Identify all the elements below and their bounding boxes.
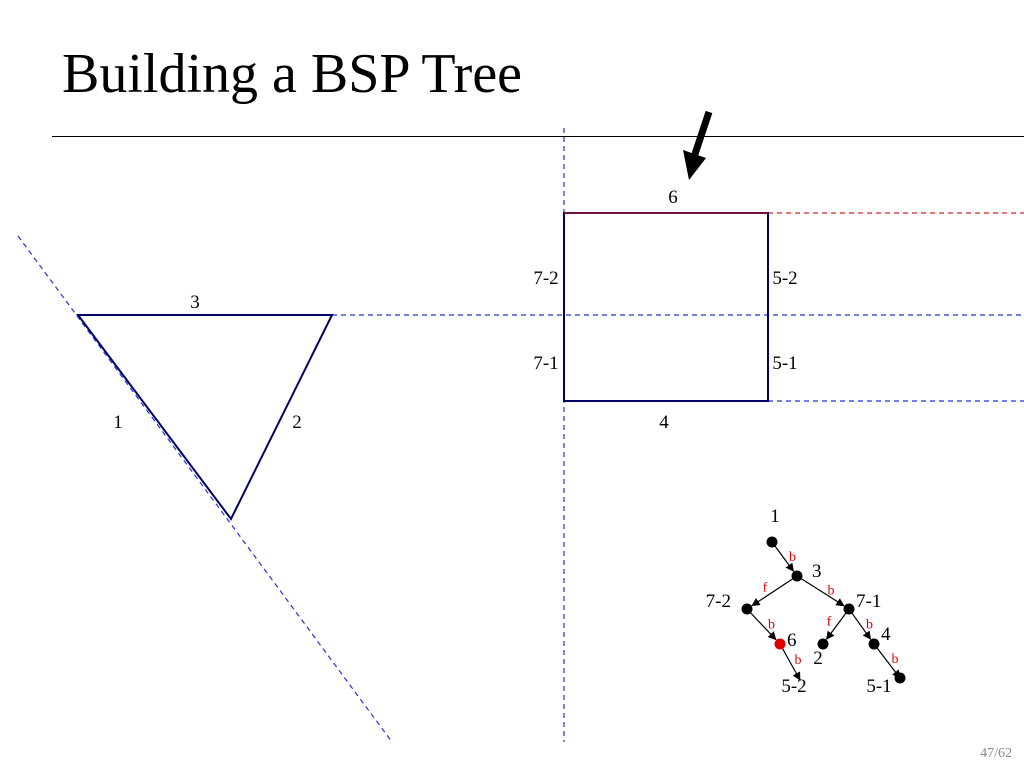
tree-nodes: 1 3 7-2 7-1 62 4 5-2 5-1 (706, 506, 906, 697)
tree-node-label-n2: 2 (813, 648, 823, 669)
pointer-arrow-head (683, 150, 706, 180)
tree-edges: b f b b f b b b (749, 545, 901, 681)
tree-node-label-n4: 4 (881, 624, 891, 645)
tree-edge-n4-n51 (876, 647, 901, 679)
tree-edge-n72-n6 (749, 612, 777, 641)
tree-edge-n71-n2 (826, 612, 847, 640)
tree-edge-n3-n71 (800, 578, 845, 607)
tree-edge-label-n4-n51: b (892, 652, 899, 667)
tree-node-n4 (868, 638, 880, 650)
label-1: 1 (113, 412, 123, 433)
tree-node-n6 (774, 638, 786, 650)
tree-edge-n6-n52 (781, 648, 801, 681)
tree-node-n2 (817, 638, 829, 650)
tree-edge-n3-n72 (751, 578, 794, 607)
slide-title: Building a BSP Tree (62, 43, 523, 105)
split-line-diagonal (17, 235, 393, 743)
tree-edge-n71-n4 (851, 612, 872, 640)
tree-node-n71 (843, 603, 855, 615)
tree-edge-label-n1-n3: b (789, 550, 796, 565)
tree-node-n51 (894, 672, 906, 684)
label-4: 4 (659, 412, 669, 433)
label-7-1: 7-1 (533, 353, 558, 374)
tree-node-label-n72: 7-2 (706, 591, 731, 612)
tree-node-label-n1: 1 (770, 506, 780, 527)
square-polygon (563, 212, 769, 402)
tree-node-label-n71: 7-1 (856, 591, 881, 612)
tree-node-label-n6: 6 (787, 630, 797, 651)
title-rule (52, 136, 1024, 137)
label-3: 3 (190, 292, 200, 313)
tree-node-n1 (766, 536, 778, 548)
pointer-arrow (689, 110, 713, 162)
triangle-polygon (76, 314, 334, 521)
tree-node-label-n52: 5-2 (781, 676, 806, 697)
label-6: 6 (668, 187, 678, 208)
page-number: 47/62 (980, 746, 1012, 761)
tree-node-label-n3: 3 (812, 561, 822, 582)
tree-edge-n1-n3 (774, 545, 794, 572)
tree-edge-label-n71-n2: f (827, 615, 832, 630)
tree-edge-label-n72-n6: b (768, 618, 775, 633)
tree-node-n3 (791, 570, 803, 582)
tree-edge-label-n71-n4: b (866, 618, 873, 633)
tree-node-n72 (741, 603, 753, 615)
tree-edge-label-n3-n72: f (763, 581, 768, 596)
tree-edge-label-n6-n52: b (795, 653, 802, 668)
tree-node-label-n51: 5-1 (866, 676, 891, 697)
label-2: 2 (292, 412, 302, 433)
tree-edge-label-n3-n71: b (828, 584, 835, 599)
label-5-1: 5-1 (772, 353, 797, 374)
label-7-2: 7-2 (533, 268, 558, 289)
label-5-2: 5-2 (772, 268, 797, 289)
